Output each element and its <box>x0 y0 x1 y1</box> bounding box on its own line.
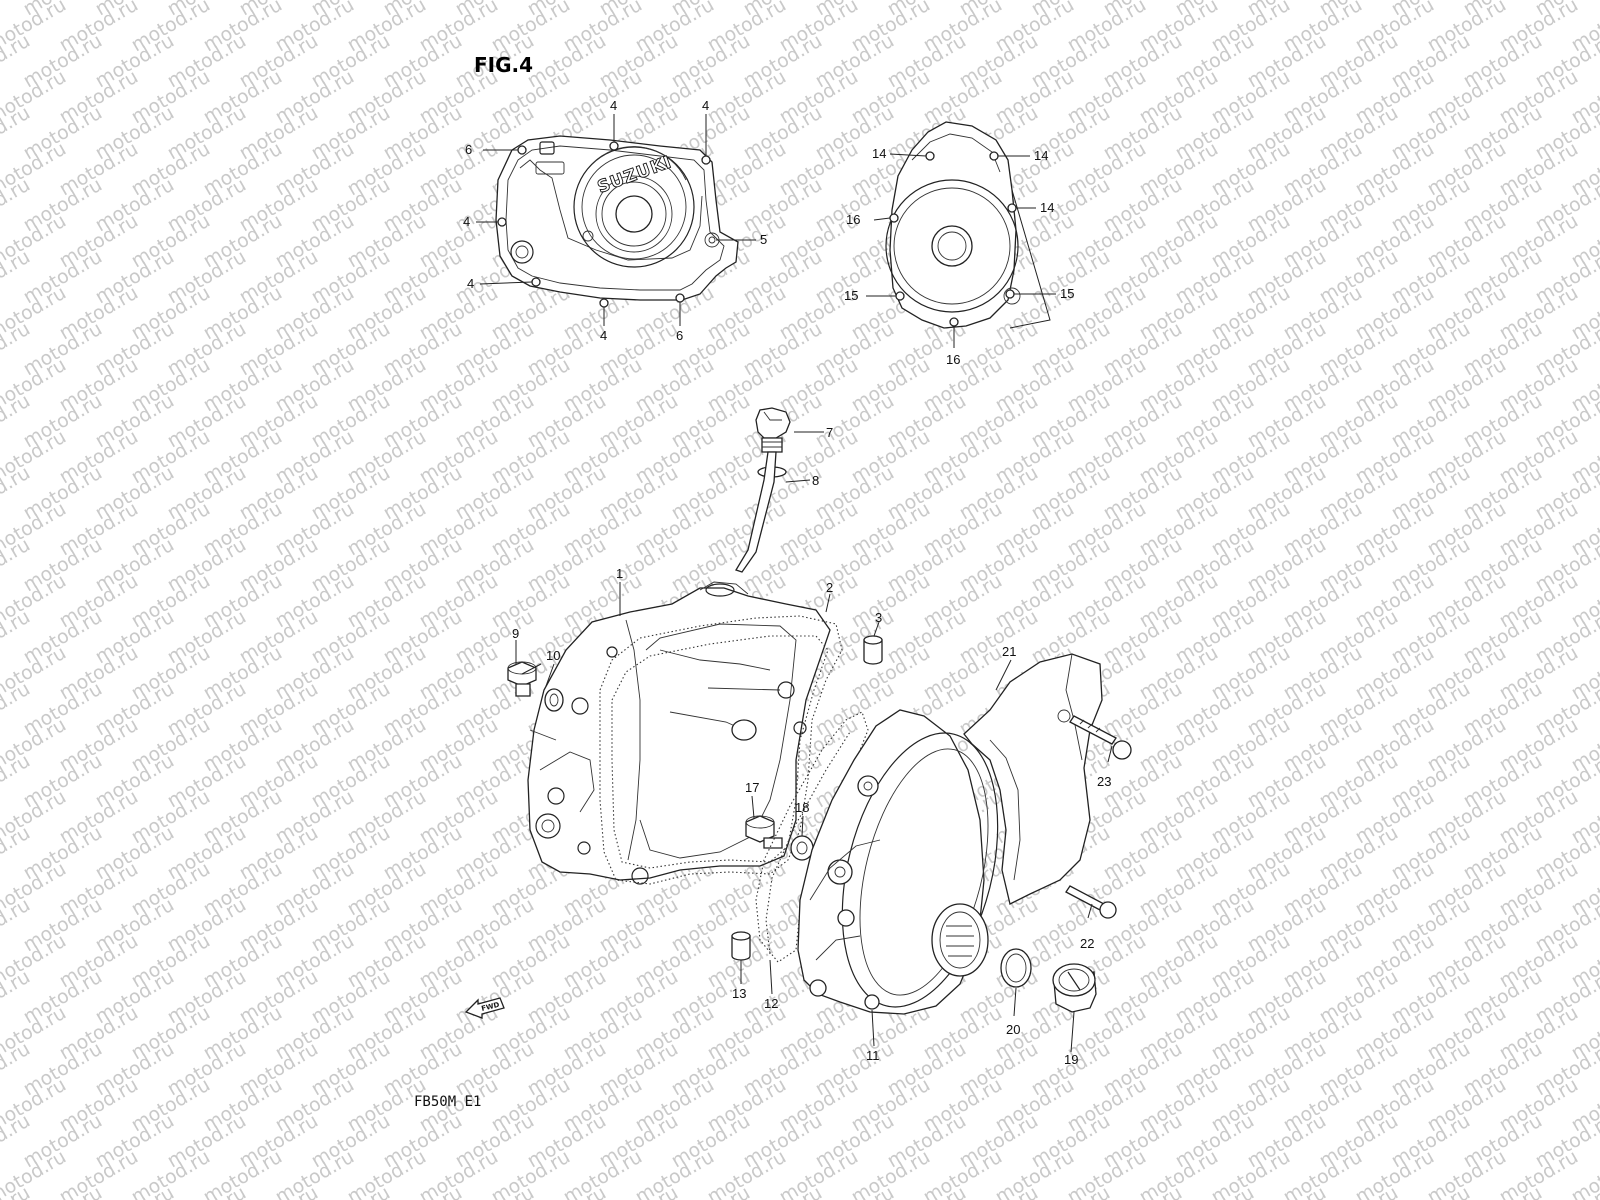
callout-12: 12 <box>764 996 778 1011</box>
crankcase-left <box>527 581 831 885</box>
callout-2: 2 <box>826 580 833 595</box>
model-code: FB50M E1 <box>414 1094 481 1110</box>
callout-9: 9 <box>512 626 519 641</box>
magneto-cover-face-view <box>885 121 1051 329</box>
screw-22 <box>1065 885 1117 919</box>
callout-3: 3 <box>875 610 882 625</box>
magneto-cover-dome <box>885 179 1019 313</box>
callout-1: 1 <box>616 566 623 581</box>
dowel-pin-13 <box>731 931 751 961</box>
callout-10: 10 <box>546 648 560 663</box>
plug-17 <box>745 815 783 849</box>
callout-8: 8 <box>812 473 819 488</box>
callout-20: 20 <box>1006 1022 1020 1037</box>
figure-title: FIG.4 <box>474 53 533 77</box>
callout-23: 23 <box>1097 774 1111 789</box>
callout-11: 11 <box>866 1048 880 1063</box>
callout-4b: 4 <box>702 98 709 113</box>
leader-lines <box>476 114 1113 1053</box>
cover-boss-center <box>573 146 695 268</box>
callout-18: 18 <box>795 800 809 815</box>
callout-4d: 4 <box>467 276 474 291</box>
clutch-cover-face-view: SUZUKI <box>495 135 739 308</box>
callout-5: 5 <box>760 232 767 247</box>
callout-4e: 4 <box>600 328 607 343</box>
o-ring-20 <box>1000 948 1032 988</box>
cover-21 <box>963 653 1103 905</box>
callout-14c: 14 <box>1040 200 1054 215</box>
screw-23 <box>1069 715 1132 760</box>
callout-17: 17 <box>745 780 759 795</box>
callout-13: 13 <box>732 986 746 1001</box>
callout-22: 22 <box>1080 936 1094 951</box>
washer-10 <box>544 688 564 712</box>
callout-4a: 4 <box>610 98 617 113</box>
dowel-pin-3 <box>863 635 883 665</box>
callout-labels: 4 4 6 4 4 5 4 6 14 14 14 16 15 15 16 7 8… <box>463 98 1111 1067</box>
callout-15b: 15 <box>1060 286 1074 301</box>
callout-19: 19 <box>1064 1052 1078 1067</box>
inspection-plug-19 <box>1052 963 1097 1013</box>
callout-21: 21 <box>1002 644 1016 659</box>
callout-16a: 16 <box>846 212 860 227</box>
callout-14b: 14 <box>1034 148 1048 163</box>
callout-15a: 15 <box>844 288 858 303</box>
drain-plug-9 <box>507 661 537 697</box>
forward-direction-arrow: FWD <box>464 997 505 1019</box>
callout-4c: 4 <box>463 214 470 229</box>
oil-filler-cap-assembly <box>735 407 791 573</box>
callout-16b: 16 <box>946 352 960 367</box>
magneto-cover-11 <box>797 709 999 1015</box>
callout-6b: 6 <box>676 328 683 343</box>
washer-18 <box>790 835 814 861</box>
callout-7: 7 <box>826 425 833 440</box>
callout-6a: 6 <box>465 142 472 157</box>
callout-14a: 14 <box>872 146 886 161</box>
